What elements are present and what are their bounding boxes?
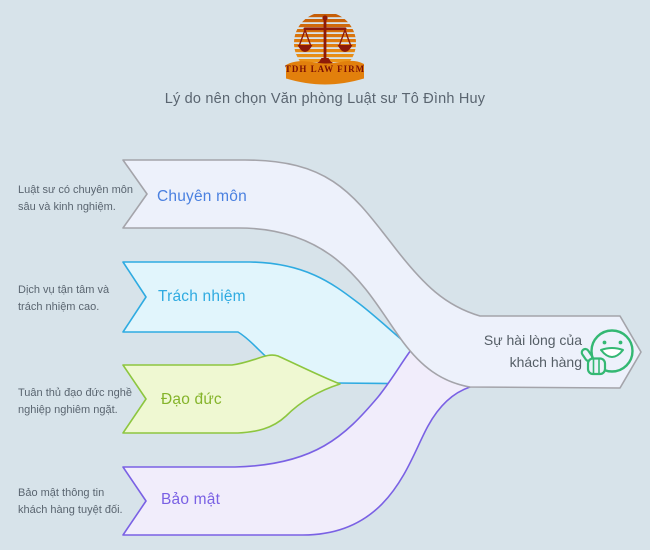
factor-label-chuyen-mon: Chuyên môn <box>157 188 247 205</box>
outcome-label: Sự hài lòng của khách hàng <box>483 332 582 370</box>
factor-label-bao-mat: Bảo mật <box>161 491 221 508</box>
smiley-thumbs-up-icon <box>580 329 634 376</box>
factor-description-bao-mat: Bảo mật thông tin khách hàng tuyệt đối. <box>18 487 123 516</box>
page-title: Lý do nên chọn Văn phòng Luật sư Tô Đình… <box>164 91 486 107</box>
factor-description-chuyen-mon: Luật sư có chuyên môn sâu và kinh nghiệm… <box>18 184 133 213</box>
flow-band-chuyen-mon-and-outcome-arrow <box>122 159 642 389</box>
logo-banner-ribbon <box>286 60 364 85</box>
logo-banner-text: TDH LAW FIRM <box>284 63 366 74</box>
factor-label-dao-duc: Đạo đức <box>161 391 222 408</box>
factor-description-trach-nhiem: Dịch vụ tận tâm và trách nhiệm cao. <box>18 284 110 313</box>
factor-label-trach-nhiem: Trách nhiệm <box>158 288 246 305</box>
law-firm-logo <box>286 14 364 85</box>
factor-description-dao-duc: Tuân thủ đạo đức nghề nghiệp nghiêm ngặt… <box>18 387 132 416</box>
flow-band-dao-duc <box>122 354 341 434</box>
